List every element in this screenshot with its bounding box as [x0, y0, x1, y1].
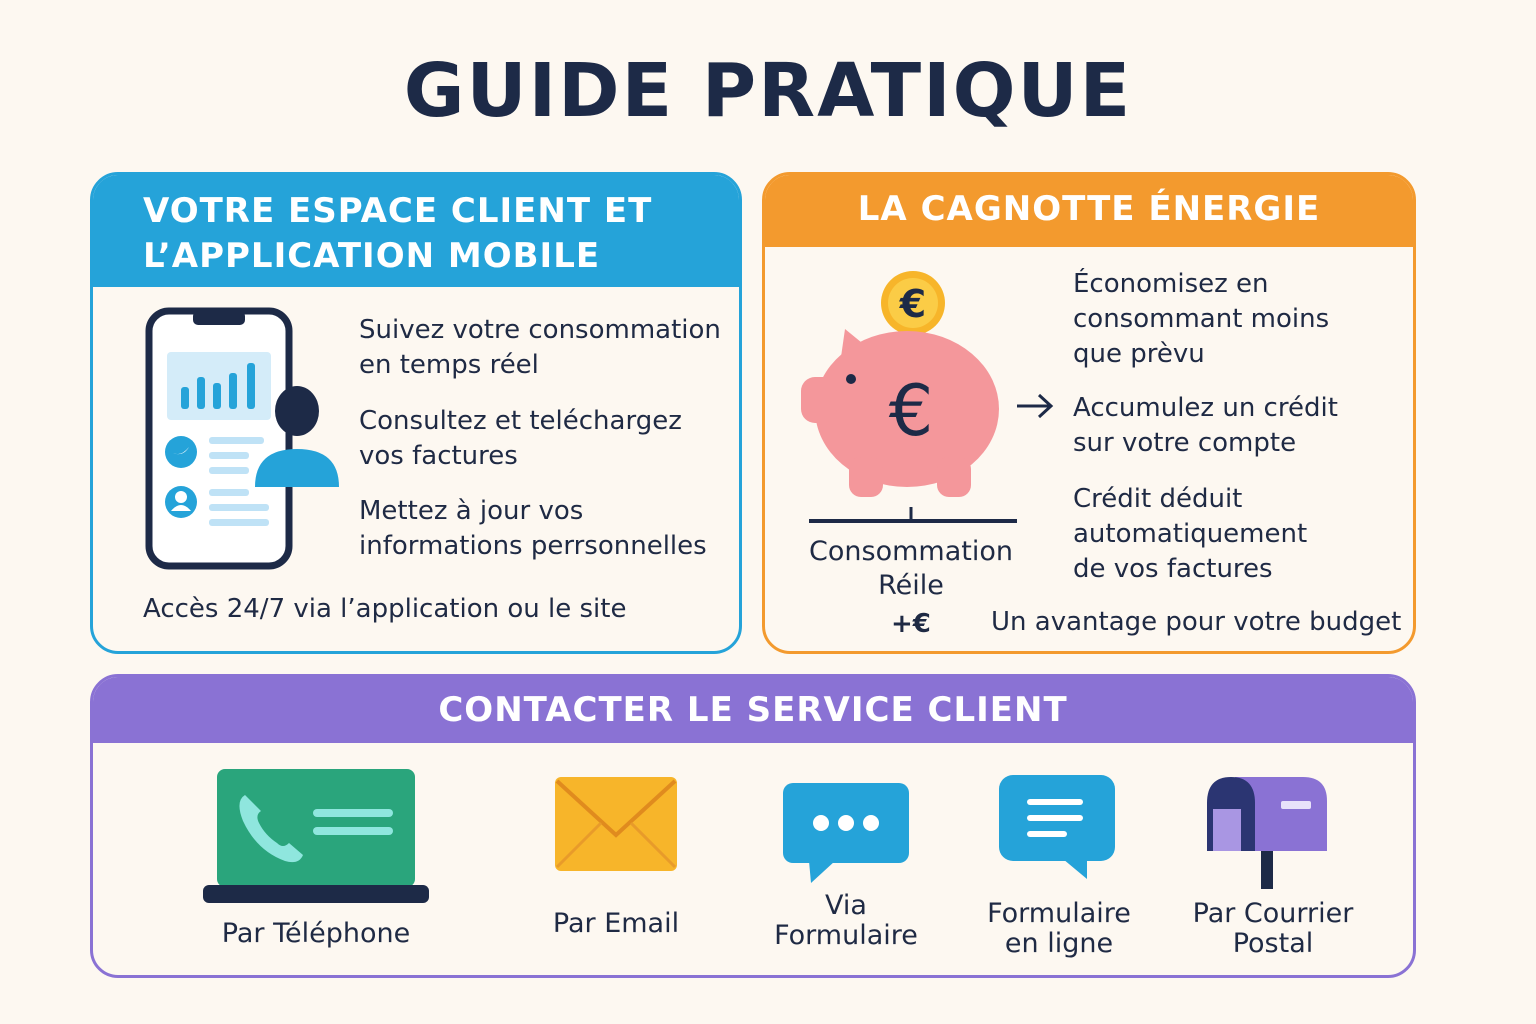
cagnotte-item-3: Crédit déduit automatiquement de vos fac… [1073, 484, 1308, 584]
cagnotte-item-1: Économisez en consommant moins que prèvu [1073, 269, 1330, 369]
contact-heading: CONTACTER LE SERVICE CLIENT [93, 677, 1413, 743]
laptop-phone-icon [203, 769, 429, 903]
page-title: GUIDE PRATIQUE [403, 48, 1133, 134]
piggy-bank-icon: € € [801, 271, 999, 497]
contact-card: CONTACTER LE SERVICE CLIENT Par Téléphon… [90, 674, 1416, 978]
form-bubble-icon [999, 775, 1115, 879]
channel-label-formulaire-en-ligne: Formulaire en ligne [987, 898, 1131, 959]
espace-client-heading-line2: L’APPLICATION MOBILE [143, 236, 601, 276]
cagnotte-footer: Un avantage pour votre budget [991, 607, 1402, 637]
plus-euro-label: +€ [891, 609, 931, 639]
cagnotte-item-2: Accumulez un crédit sur votre compte [1073, 393, 1338, 458]
envelope-icon [555, 777, 677, 871]
espace-client-item-1: Suivez votre consommation en temps réel [359, 315, 721, 380]
espace-client-item-2: Consultez et teléchargez vos factures [359, 406, 682, 471]
espace-client-item-3: Mettez à jour vos informations perrsonne… [359, 496, 707, 561]
channel-label-email: Par Email [552, 908, 680, 939]
coin-euro-symbol: € [899, 282, 926, 326]
scale-label: Consommation Réile [809, 536, 1013, 601]
channel-label-via-formulaire: Via Formulaire [774, 890, 918, 951]
espace-client-card: VOTRE ESPACE CLIENT ET L’APPLICATION MOB… [90, 172, 742, 654]
mailbox-icon [1207, 777, 1327, 889]
channel-label-telephone: Par Téléphone [221, 918, 411, 949]
cagnotte-heading: LA CAGNOTTE ÉNERGIE [765, 175, 1413, 247]
scale-line-icon [809, 507, 1017, 523]
espace-client-footer: Accès 24/7 via l’application ou le site [143, 594, 627, 624]
arrow-right-icon [1017, 393, 1054, 419]
pig-euro-symbol: € [889, 370, 934, 452]
espace-client-heading-line1: VOTRE ESPACE CLIENT ET [143, 191, 653, 231]
chat-bubble-icon [783, 783, 909, 883]
espace-client-heading: VOTRE ESPACE CLIENT ET L’APPLICATION MOB… [93, 175, 739, 287]
channel-label-courrier-postal: Par Courrier Postal [1192, 898, 1354, 959]
phone-app-icon [145, 307, 339, 570]
cagnotte-card: LA CAGNOTTE ÉNERGIE € € Consommation Réi… [762, 172, 1416, 654]
